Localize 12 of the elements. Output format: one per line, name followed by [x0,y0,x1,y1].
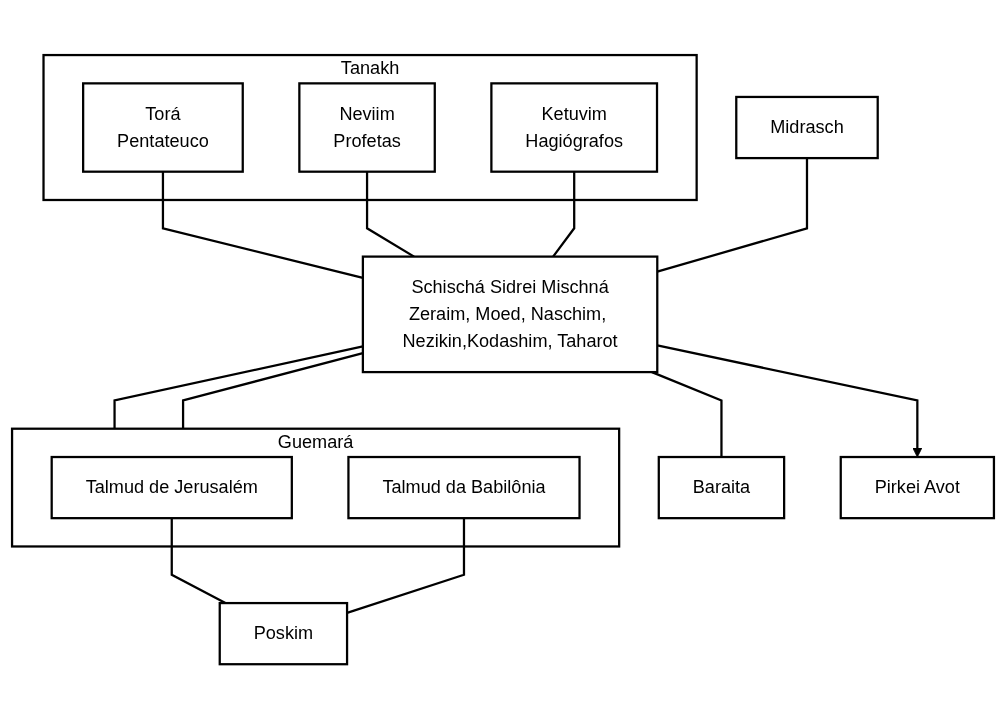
node-box: Torá Pentateuco [82,82,244,174]
node-box: Poskim [218,602,349,666]
node-box: Midrasch [735,96,879,160]
node-box: Neviim Profetas [298,82,436,174]
node-box: Talmud de Jerusalém [50,456,293,520]
node-box: Talmud da Babilônia [347,456,581,520]
arrow [657,344,923,458]
node-box: Pirkei Avot [839,456,996,520]
connector [651,371,723,458]
node-box: Baraita [657,456,786,520]
node-box: Ketuvim Hagiógrafos [490,82,659,174]
node-box: Schischá Sidrei Mischná Zeraim, Moed, Naschim, Nezikin,Kodashim, Taharot [361,255,659,374]
